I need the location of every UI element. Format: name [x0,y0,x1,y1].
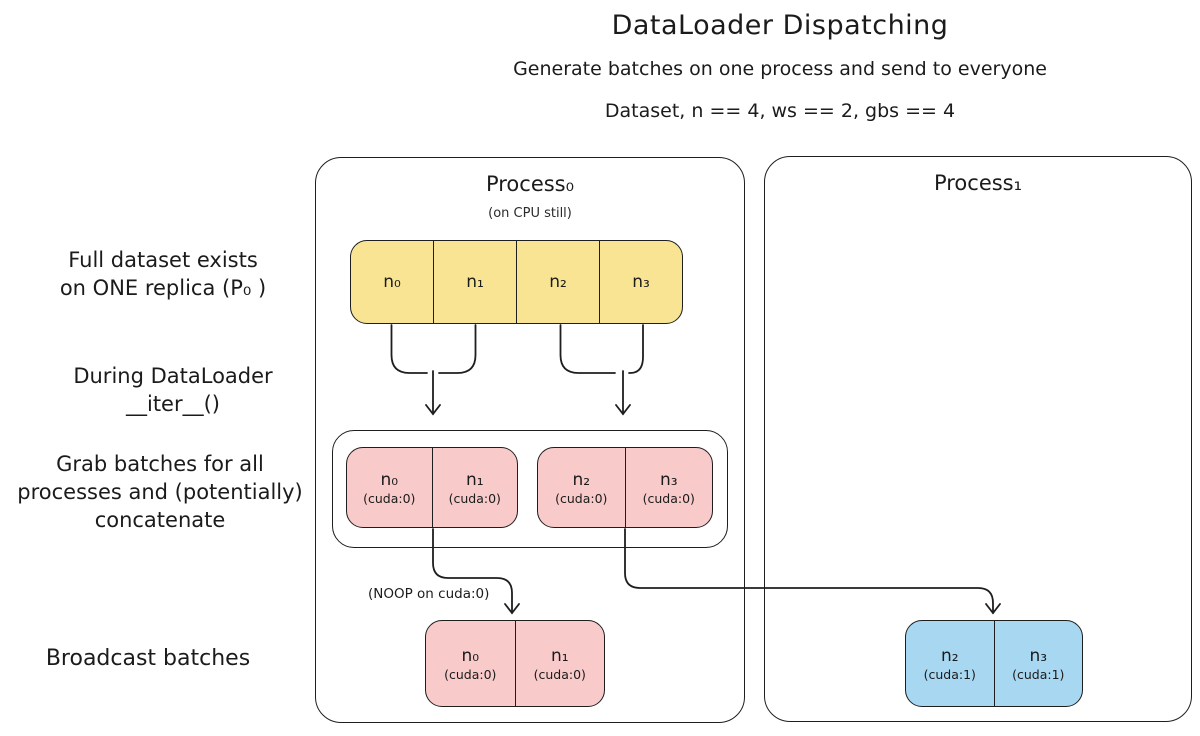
grab-batch-0-row: n₀ (cuda:0) n₁ (cuda:0) [346,447,518,528]
note-grab-batches-line3: concatenate [94,508,226,532]
grab-cell-n3-device: (cuda:0) [642,490,695,506]
grab-cell-n0: n₀ (cuda:0) [347,448,432,527]
broadcast-p0-cell-n0: n₀ (cuda:0) [426,621,515,706]
broadcast-p1-cell-n3: n₃ (cuda:1) [993,621,1083,706]
process-0-frame: Process₀ (on CPU still) [315,157,745,723]
dataset-cell-n2: n₂ [516,241,599,323]
grab-cell-n1-device: (cuda:0) [448,490,501,506]
process-0-note: (on CPU still) [488,206,572,221]
dataset-cell-n0: n₀ [351,241,433,323]
broadcast-p1-cell-n3-label: n₃ [1029,645,1048,666]
page-title: DataLoader Dispatching [611,10,949,41]
broadcast-p0-cell-n1-device: (cuda:0) [533,666,586,682]
dataset-cell-n1: n₁ [433,241,516,323]
broadcast-p0-row: n₀ (cuda:0) n₁ (cuda:0) [425,620,605,707]
note-during-iter-line1: During DataLoader [73,364,273,388]
broadcast-p1-cell-n2-label: n₂ [940,645,959,666]
grab-cell-n3: n₃ (cuda:0) [624,448,713,527]
process-0-label: Process₀ [485,172,575,196]
note-grab-batches-line2: processes and (potentially) [17,480,303,504]
dataset-cell-n1-label: n₁ [466,272,484,292]
grab-cell-n0-label: n₀ [380,469,399,490]
process-1-frame: Process₁ [764,156,1192,722]
broadcast-p1-cell-n2: n₂ (cuda:1) [906,621,994,706]
grab-cell-n2-device: (cuda:0) [555,490,608,506]
note-during-iter: During DataLoader __iter__() [28,362,318,418]
broadcast-p0-cell-n1-label: n₁ [550,645,569,666]
broadcast-p1-cell-n2-device: (cuda:1) [923,666,976,682]
dataset-params-line: Dataset, n == 4, ws == 2, gbs == 4 [604,100,956,122]
grab-cell-n0-device: (cuda:0) [363,490,416,506]
grab-cell-n2-label: n₂ [572,469,591,490]
note-broadcast-batches: Broadcast batches [45,646,251,671]
grab-batch-1-row: n₂ (cuda:0) n₃ (cuda:0) [537,447,713,528]
note-grab-batches: Grab batches for all processes and (pote… [0,450,320,534]
dataset-cell-n0-label: n₀ [383,272,401,292]
page-subtitle: Generate batches on one process and send… [513,58,1047,80]
broadcast-p0-cell-n0-label: n₀ [461,645,480,666]
note-during-iter-line2: __iter__() [125,392,220,416]
process-1-label: Process₁ [933,171,1023,195]
broadcast-p1-row: n₂ (cuda:1) n₃ (cuda:1) [905,620,1083,707]
note-full-dataset-line1: Full dataset exists [68,248,258,272]
grab-cell-n3-label: n₃ [659,469,678,490]
dataset-row: n₀ n₁ n₂ n₃ [350,240,683,324]
grab-cell-n1-label: n₁ [465,469,484,490]
broadcast-p0-cell-n0-device: (cuda:0) [444,666,497,682]
dataset-cell-n3-label: n₃ [632,272,650,292]
grab-cell-n2: n₂ (cuda:0) [538,448,625,527]
note-grab-batches-line1: Grab batches for all [56,452,264,476]
note-full-dataset-line2: on ONE replica (P₀ ) [59,276,267,300]
dataset-cell-n3: n₃ [599,241,682,323]
note-full-dataset: Full dataset exists on ONE replica (P₀ ) [18,246,308,302]
broadcast-p0-cell-n1: n₁ (cuda:0) [514,621,605,706]
dataset-cell-n2-label: n₂ [549,272,567,292]
grab-cell-n1: n₁ (cuda:0) [431,448,518,527]
broadcast-p1-cell-n3-device: (cuda:1) [1012,666,1065,682]
grabbed-batches-container [332,430,728,548]
